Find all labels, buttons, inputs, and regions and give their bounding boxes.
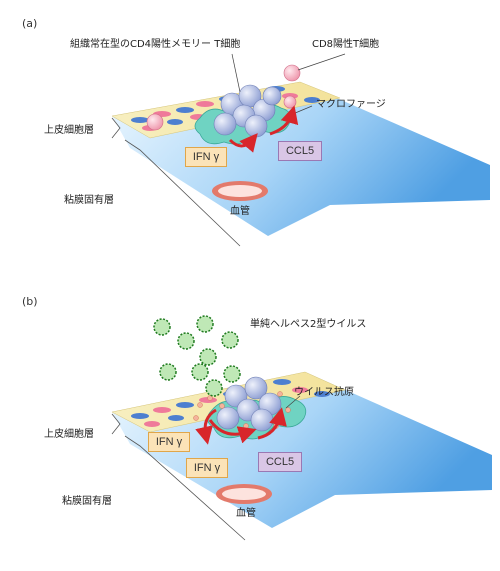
arrow-ccl5-a bbox=[269, 105, 299, 136]
ifn-gamma-box-a: IFN γ bbox=[185, 147, 227, 167]
epithelium-bracket bbox=[111, 117, 121, 139]
ifn-gamma-box-b2: IFN γ bbox=[186, 458, 228, 478]
arrow-ifn-a bbox=[228, 133, 258, 153]
lamina-propria-bracket bbox=[124, 139, 241, 247]
panel-a-label: (a) bbox=[22, 17, 38, 30]
hsv2-label: 単純ヘルペス2型ウイルス bbox=[250, 319, 367, 330]
blood-vessel-label-a: 血管 bbox=[230, 206, 250, 217]
lamina-propria-bracket-b bbox=[124, 435, 246, 541]
blood-vessel-b bbox=[216, 484, 272, 504]
arrow-ifn-b1 bbox=[195, 408, 217, 445]
cd8-leader bbox=[297, 53, 346, 71]
trm-cd4-label: 組織常在型のCD4陽性メモリー T細胞 bbox=[70, 39, 241, 50]
cd4-memory-t-cell-cluster-b bbox=[216, 376, 282, 432]
arrow-ifn-b2 bbox=[208, 419, 257, 444]
epithelium-label-b: 上皮細胞層 bbox=[44, 429, 94, 440]
blood-vessel-label-b: 血管 bbox=[236, 508, 256, 519]
blood-vessel-a bbox=[212, 181, 268, 201]
viral-antigen-label: ウイルス抗原 bbox=[294, 387, 354, 398]
panel-b bbox=[111, 315, 492, 541]
panel-b-label: (b) bbox=[22, 295, 38, 308]
arrow-ccl5-b bbox=[257, 407, 287, 440]
ifn-gamma-box-b1: IFN γ bbox=[148, 432, 190, 452]
trm-leader bbox=[231, 53, 241, 93]
lamina-propria-label-a: 粘膜固有層 bbox=[64, 195, 114, 206]
cd4-memory-t-cell-cluster bbox=[213, 84, 282, 138]
epithelium-bracket-b bbox=[111, 413, 121, 435]
macrophage-label: マクロファージ bbox=[316, 99, 386, 110]
viral-antigen-leader bbox=[285, 395, 301, 409]
ccl5-box-a: CCL5 bbox=[278, 141, 322, 161]
epithelium-label-a: 上皮細胞層 bbox=[44, 125, 94, 136]
ccl5-box-b: CCL5 bbox=[258, 452, 302, 472]
cd8-label: CD8陽性T細胞 bbox=[312, 39, 380, 50]
lamina-propria-label-b: 粘膜固有層 bbox=[62, 496, 112, 507]
hsv2-viruses bbox=[153, 315, 241, 397]
